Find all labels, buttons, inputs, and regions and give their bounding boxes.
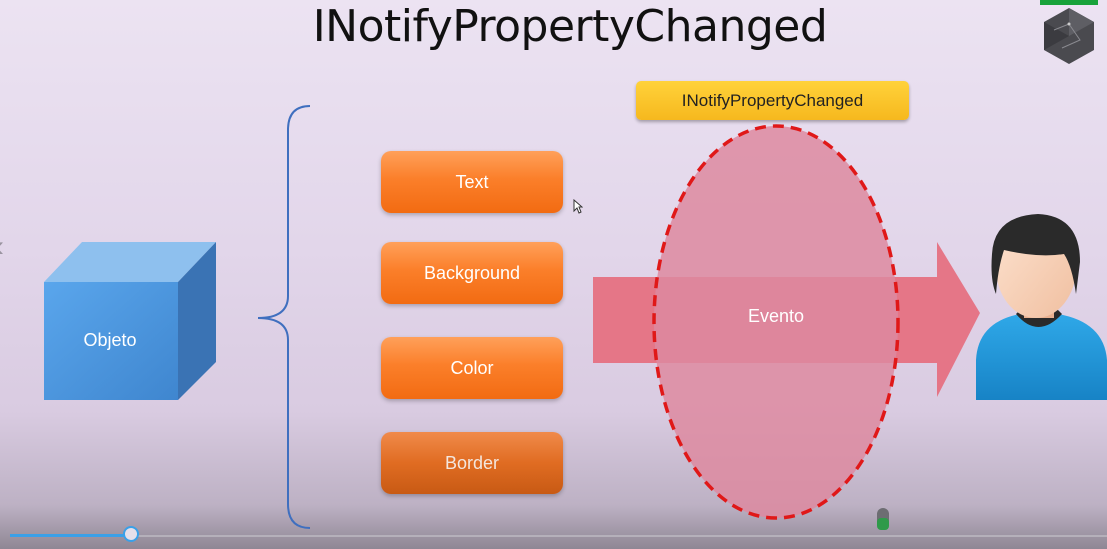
watermark-logo-icon xyxy=(877,508,889,530)
event-flow-diagram xyxy=(593,124,980,520)
user-avatar-icon xyxy=(976,214,1107,400)
object-label: Objeto xyxy=(83,329,137,350)
slide-title: INotifyPropertyChanged xyxy=(312,1,828,52)
progress-handle[interactable] xyxy=(123,526,139,542)
property-button-border[interactable]: Border xyxy=(381,432,563,494)
hexagon-logo-icon xyxy=(1040,0,1098,64)
object-cube xyxy=(44,242,216,400)
mouse-pointer-icon xyxy=(573,199,583,214)
property-button-color[interactable]: Color xyxy=(381,337,563,399)
progress-fill xyxy=(10,534,131,537)
property-button-text[interactable]: Text xyxy=(381,151,563,213)
chevron-left-icon[interactable]: ‹ xyxy=(0,232,16,262)
interface-tag: INotifyPropertyChanged xyxy=(636,81,909,120)
event-label: Evento xyxy=(747,306,805,326)
curly-brace xyxy=(257,105,311,529)
property-button-background[interactable]: Background xyxy=(381,242,563,304)
progress-track[interactable] xyxy=(10,535,1107,537)
